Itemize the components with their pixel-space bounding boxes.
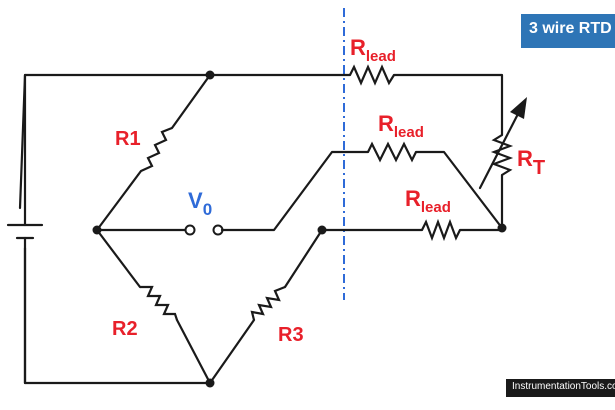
- node-rtd: [497, 223, 507, 233]
- middle-lead-wire: [414, 150, 504, 230]
- label-rt: RT: [517, 146, 545, 179]
- top-wire-right: [392, 73, 504, 137]
- title-banner: [521, 14, 615, 48]
- arm-r2-lower: [175, 318, 212, 385]
- rlead-middle-resistor: [367, 141, 417, 163]
- watermark-banner: [506, 379, 615, 397]
- watermark-text: InstrumentationTools.com: [512, 381, 615, 392]
- v0-right-wire: [220, 150, 370, 232]
- label-rlead-top: Rlead: [350, 35, 396, 65]
- label-r1: R1: [115, 128, 141, 150]
- rlead-top-resistor: [349, 64, 395, 86]
- rt-variable-arrow-head: [510, 97, 527, 119]
- arm-r1-lower: [95, 173, 140, 232]
- r2-resistor: [140, 285, 179, 321]
- arm-r3-upper: [283, 228, 324, 289]
- label-rlead-bottom: Rlead: [405, 186, 451, 216]
- label-v0: V0: [188, 188, 212, 219]
- arm-r3-lower: [208, 318, 256, 385]
- rt-resistor: [490, 134, 514, 176]
- label-rlead-middle: Rlead: [378, 111, 424, 141]
- label-r2: R2: [112, 318, 138, 340]
- v0-terminal-left: [184, 224, 196, 236]
- rlead-bottom-resistor: [421, 218, 461, 242]
- r3-resistor: [250, 285, 286, 321]
- node-left: [92, 225, 102, 235]
- rt-variable-arrow-shaft: [478, 108, 522, 190]
- bottom-wire: [23, 246, 212, 385]
- node-right: [317, 225, 327, 235]
- node-bottom: [205, 378, 215, 388]
- node-top: [205, 70, 215, 80]
- r1-resistor: [137, 126, 173, 176]
- label-r3: R3: [278, 324, 304, 346]
- arm-top-left: [170, 73, 212, 130]
- title-text: 3 wire RTD: [529, 20, 612, 37]
- top-wire: [18, 73, 352, 210]
- battery: [6, 73, 44, 385]
- arm-r2-upper: [95, 228, 142, 289]
